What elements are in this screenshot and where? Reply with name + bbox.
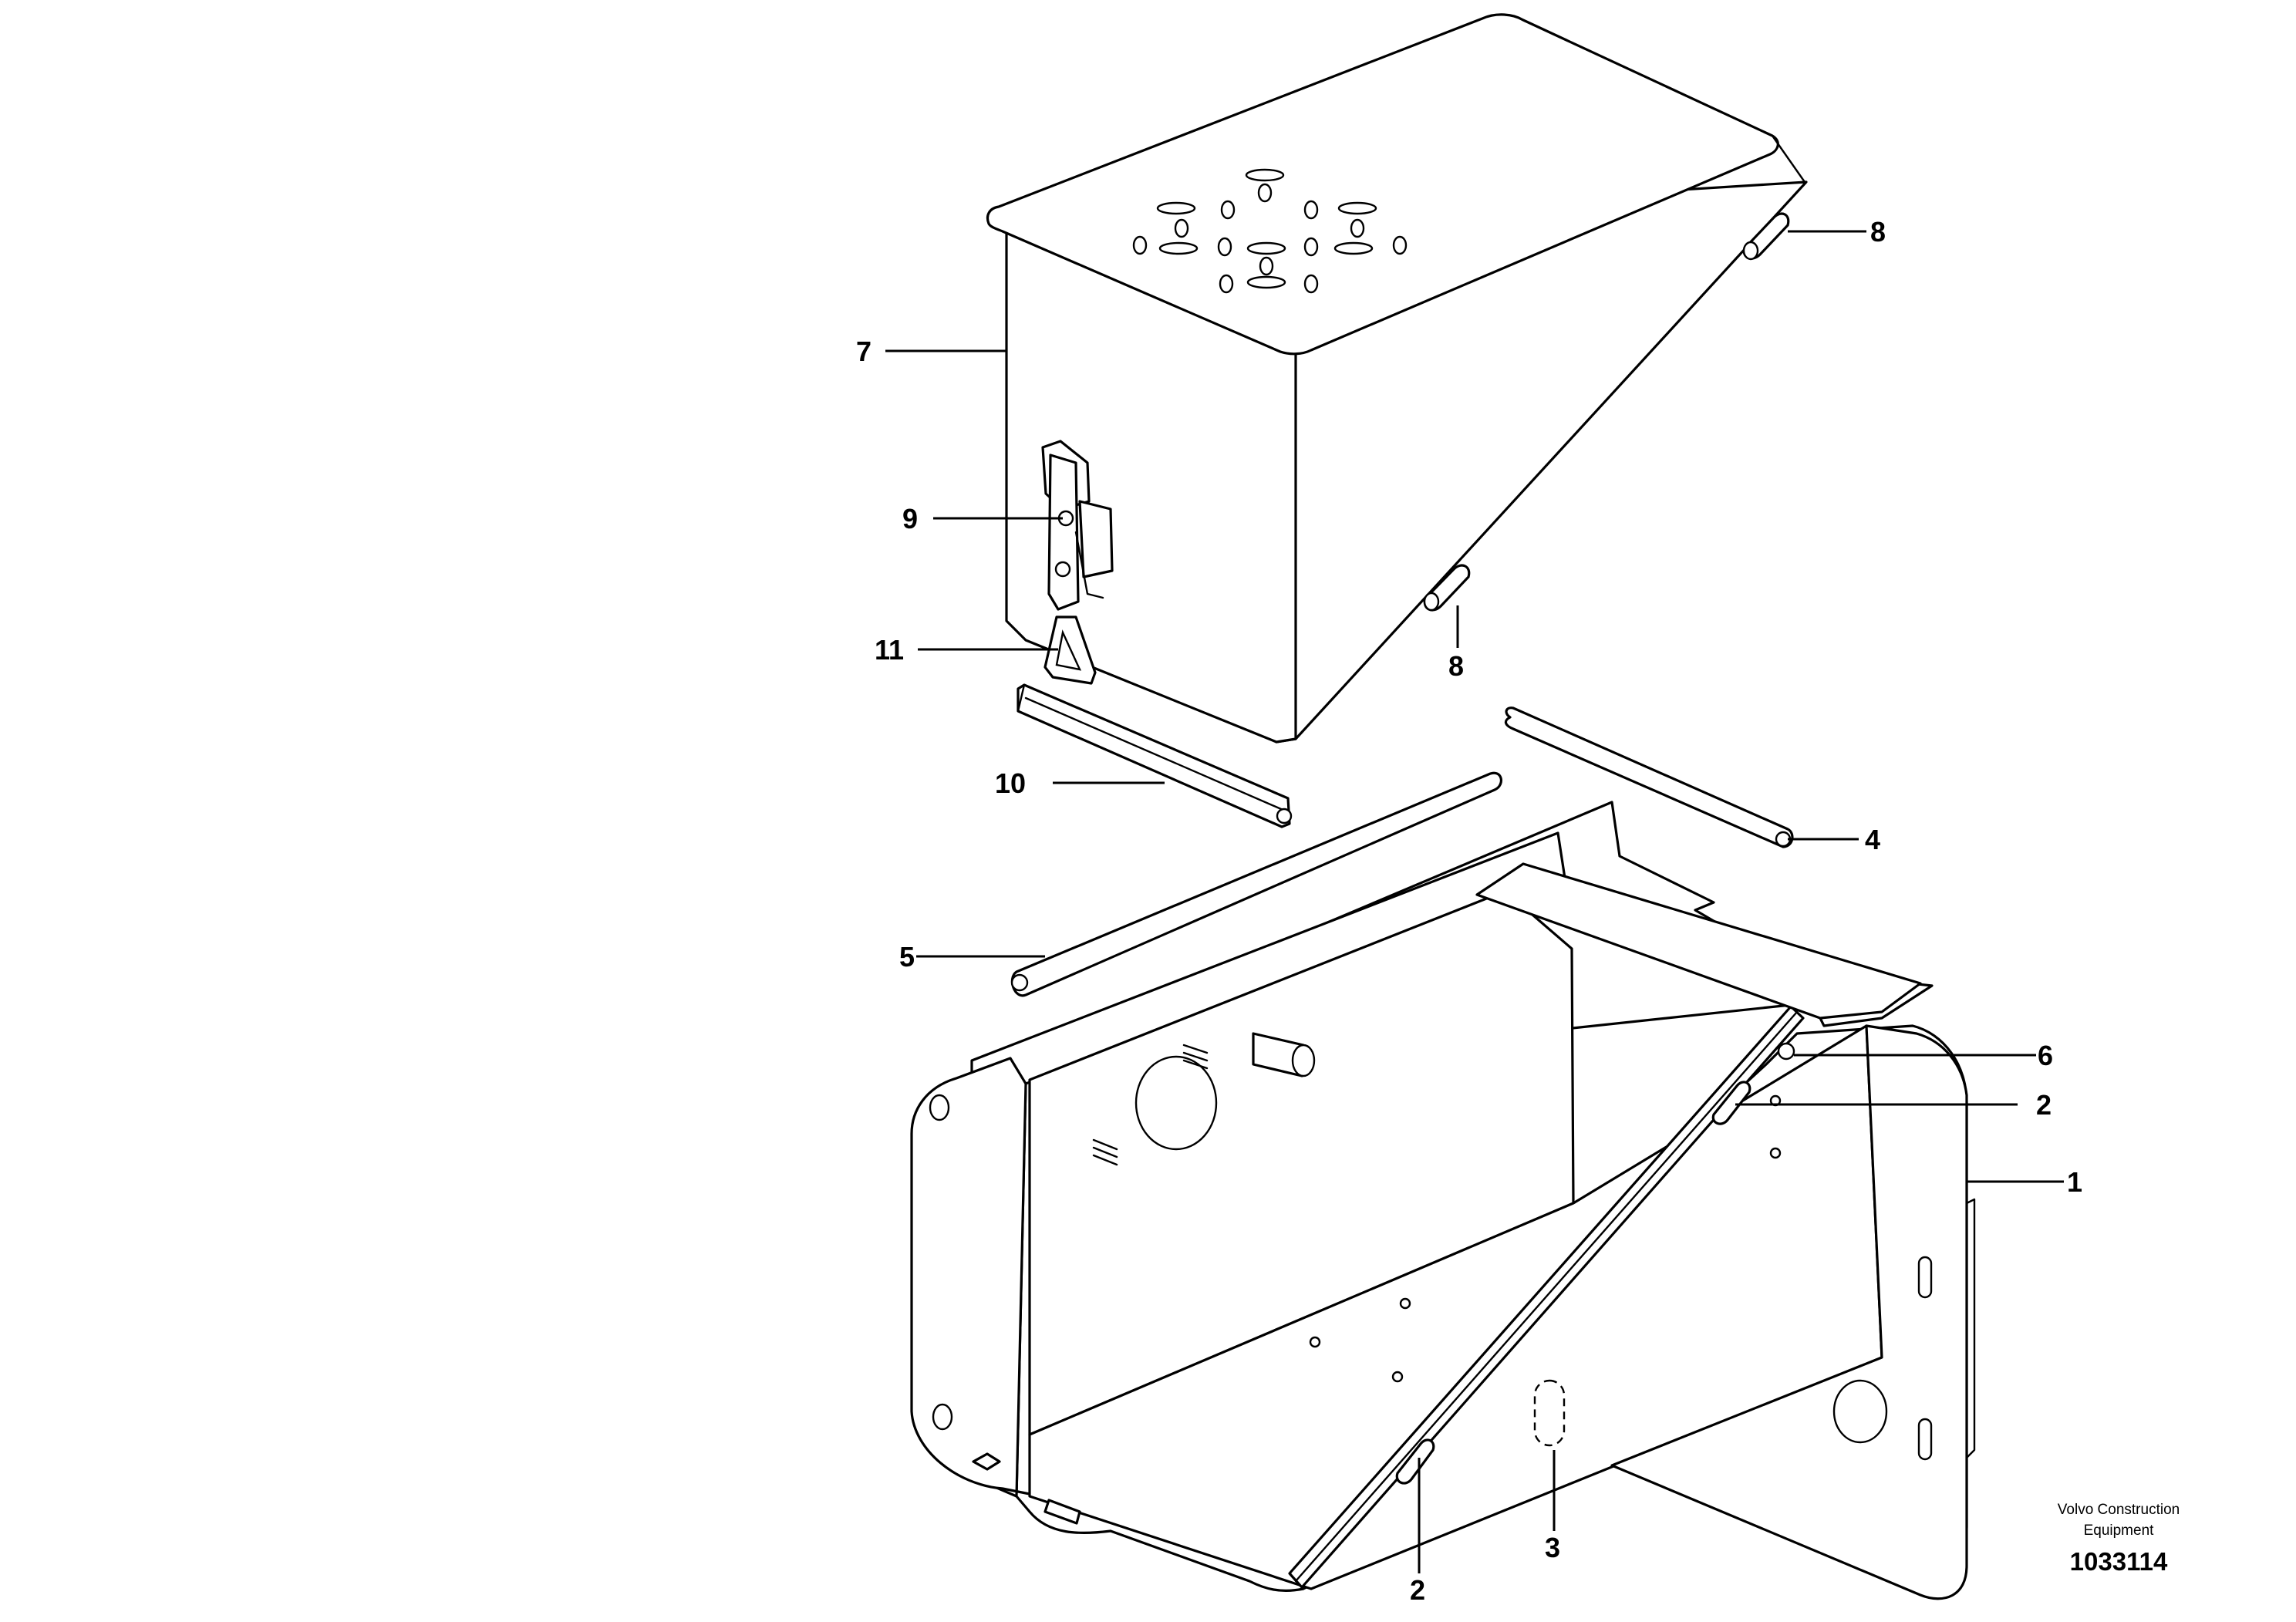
box-top-flap: [1475, 862, 1922, 1020]
callout-2-upper: 2: [2036, 1089, 2052, 1121]
latch-handle-part-11: [1043, 615, 1097, 685]
callout-labels: 1 2 2 3 4 5 6 7 8 8 9 10 11: [856, 216, 2082, 1606]
box-housing-part-1: [910, 801, 1976, 1600]
seal-strip-part-4: [1504, 706, 1794, 848]
brand-line-2: Equipment: [2084, 1523, 2155, 1539]
callout-11: 11: [875, 634, 904, 666]
cover-top-plate: [986, 13, 1779, 356]
callout-1: 1: [2067, 1166, 2082, 1198]
callout-2-lower: 2: [1410, 1574, 1425, 1606]
end-plate-flange: [1965, 1198, 1976, 1459]
callout-6: 6: [2038, 1040, 2053, 1071]
callout-3: 3: [1545, 1532, 1560, 1563]
latch-clamp-part-9: [1041, 440, 1114, 611]
label-part-3: [1533, 1379, 1566, 1447]
callout-8-lower: 8: [1448, 650, 1464, 682]
threaded-stud: [1182, 1044, 1209, 1070]
box-right-end-plate: [1610, 1024, 1968, 1600]
slot-hole: [1917, 1418, 1933, 1461]
callout-7: 7: [856, 336, 872, 367]
cable-hole: [1135, 1055, 1218, 1151]
ring-part-6: [1777, 1042, 1795, 1061]
slot-hole: [1917, 1256, 1933, 1299]
bolt: [1043, 1499, 1081, 1525]
seal-strip-part-10: [1017, 683, 1293, 828]
mount-hole: [929, 1094, 950, 1121]
hinge-fitting-lower: [1395, 1438, 1435, 1485]
callout-9: 9: [902, 503, 918, 534]
callout-8-upper: 8: [1870, 216, 1886, 248]
callout-5: 5: [899, 941, 915, 973]
seal-strip-part-5: [1010, 771, 1502, 997]
vent-holes: [1132, 168, 1408, 294]
round-hole: [1832, 1379, 1888, 1444]
threaded-stud: [1092, 1138, 1118, 1166]
brand-line-1: Volvo Construction: [2058, 1502, 2180, 1518]
cover-edge-line: [1771, 134, 1806, 184]
hinge-pin-upper: [1742, 212, 1790, 261]
callout-4: 4: [1865, 824, 1880, 855]
corner-clip: [972, 1452, 1001, 1471]
hinge-fitting-upper: [1711, 1081, 1752, 1125]
hinge-pin-lower: [1423, 564, 1471, 612]
drawing-number: 1033114: [2070, 1547, 2168, 1576]
cover-lid-part-7: [986, 13, 1808, 744]
footer-block: Volvo Construction Equipment 1033114: [2058, 1502, 2180, 1576]
mount-hole: [932, 1403, 953, 1431]
callout-10: 10: [995, 767, 1026, 799]
leader-lines: [885, 230, 2064, 1573]
